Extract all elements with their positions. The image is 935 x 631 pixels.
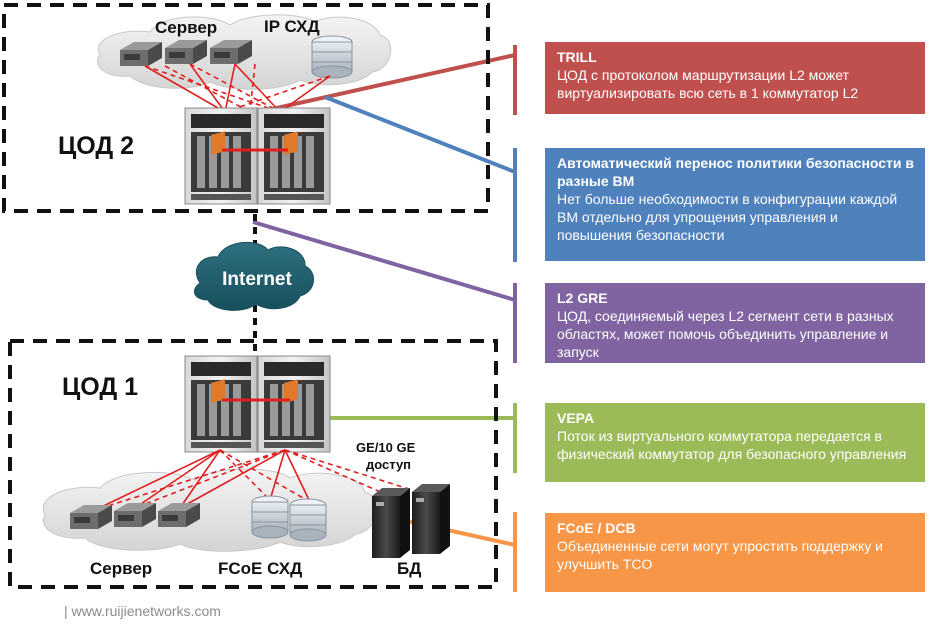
feature-description: Объединенные сети могут упростить поддер… xyxy=(557,538,883,572)
dc1-server-3 xyxy=(158,503,200,527)
feature-box-vepa: VEPA Поток из виртуального коммутатора п… xyxy=(545,403,925,482)
dc2-core-switch-1 xyxy=(184,107,258,205)
dc1-access-label-1: GE/10 GE xyxy=(356,440,416,455)
feature-box-trill: TRILL ЦОД с протоколом маршрутизации L2 … xyxy=(545,42,925,114)
feature-box-fcoe-dcb: FCoE / DCB Объединенные сети могут упрос… xyxy=(545,513,925,592)
gre-connector-diag xyxy=(252,220,516,302)
feature-box-l2gre: L2 GRE ЦОД, соединяемый через L2 сегмент… xyxy=(545,283,925,363)
feature-title: TRILL xyxy=(557,49,597,65)
dc1-core-switch-2 xyxy=(257,355,331,453)
internet-cloud xyxy=(193,241,314,311)
dc2-server-3 xyxy=(210,40,252,64)
feature-description: ЦОД с протоколом маршрутизации L2 может … xyxy=(557,67,859,101)
dc2-core-switch-2 xyxy=(257,107,331,205)
feature-description: Нет больше необходимости в конфигурации … xyxy=(557,191,898,243)
dc1-storage-label: FCoE СХД xyxy=(218,559,302,578)
dc1-fcoe-storage-2 xyxy=(289,498,327,542)
feature-title: VEPA xyxy=(557,410,595,426)
dc1-database-server-1 xyxy=(372,488,410,558)
dc1-server-1 xyxy=(70,505,112,529)
dc1-server-2 xyxy=(114,503,156,527)
dc2-server-1 xyxy=(120,42,162,66)
feature-title: L2 GRE xyxy=(557,290,608,306)
dc1-access-label-2: доступ xyxy=(366,457,411,472)
dc2-title: ЦОД 2 xyxy=(58,132,134,160)
dc2-storage-label: IP СХД xyxy=(264,17,320,36)
feature-title: FCoE / DCB xyxy=(557,520,636,536)
dc1-server-label: Сервер xyxy=(90,559,152,578)
feature-description: ЦОД, соединяемый через L2 сегмент сети в… xyxy=(557,308,894,360)
security-connector-diag xyxy=(324,95,516,174)
dc1-title: ЦОД 1 xyxy=(62,373,138,401)
dc1-database-server-2 xyxy=(412,484,450,554)
internet-label: Internet xyxy=(222,269,292,290)
dc2-ip-storage xyxy=(311,35,353,79)
dc1-db-label: БД xyxy=(397,559,421,578)
dc2-server-label: Сервер xyxy=(155,18,217,37)
dc1-core-switch-1 xyxy=(184,355,258,453)
feature-description: Поток из виртуального коммутатора переда… xyxy=(557,428,907,462)
dc2-server-2 xyxy=(165,40,207,64)
feature-box-security-policy: Автоматический перенос политики безопасн… xyxy=(545,148,925,261)
dc1-link-mesh xyxy=(94,449,426,511)
dc2-link-mesh xyxy=(144,63,331,113)
footer-url: | www.ruijienetworks.com xyxy=(64,603,221,619)
feature-title: Автоматический перенос политики безопасн… xyxy=(557,155,915,189)
dc1-fcoe-storage-1 xyxy=(251,495,289,539)
dc2-boundary xyxy=(2,3,490,213)
dc1-boundary xyxy=(8,339,498,589)
